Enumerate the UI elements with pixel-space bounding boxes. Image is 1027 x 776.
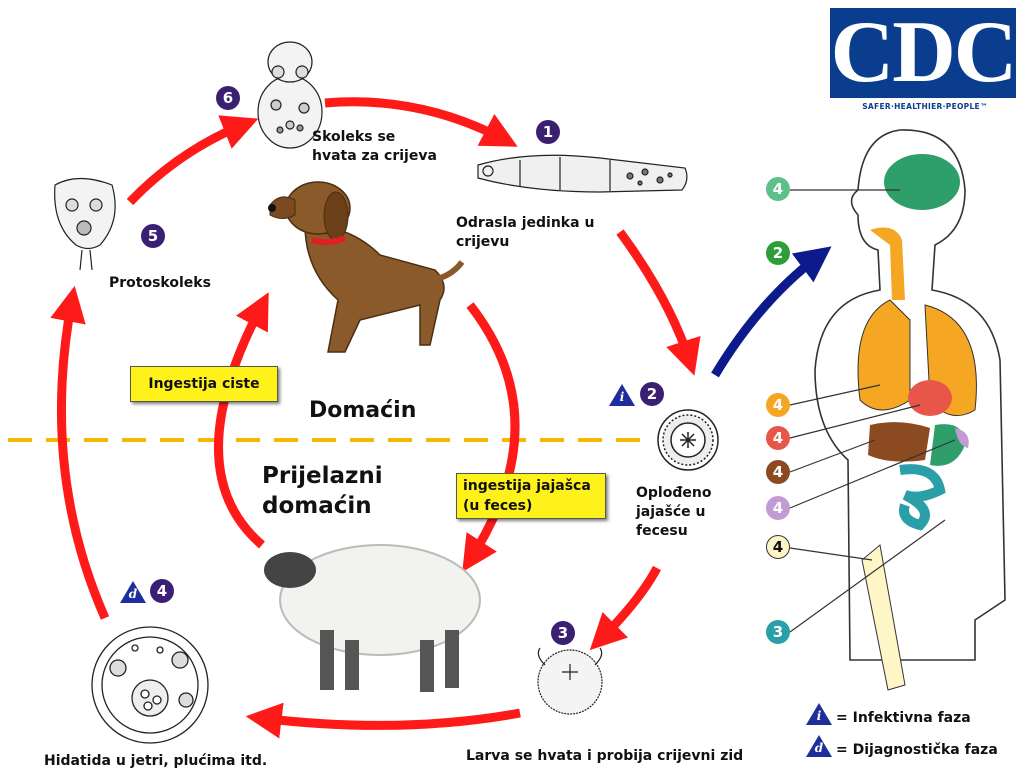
- arrow-cyst-ingestion: [219, 305, 263, 545]
- adult-worm-drawing: [478, 155, 687, 192]
- cyst-ingestion-box: Ingestija ciste: [130, 366, 278, 402]
- human-bone-marker: 4: [766, 535, 790, 559]
- stage-3-label: Larva se hvata i probija crijevni zid: [466, 747, 743, 766]
- legend-infective-label: = Infektivna faza: [836, 710, 971, 726]
- stage-2-marker: 2: [640, 382, 664, 406]
- human-spleen-marker: 4: [766, 496, 790, 520]
- liver-shape: [868, 422, 930, 462]
- egg-ingestion-box: ingestija jajašca(u feces): [456, 473, 606, 519]
- definitive-host-label: Domaćin: [309, 396, 416, 426]
- stage-5-label: Protoskoleks: [109, 274, 211, 293]
- diagnostic-stage-icon: d: [120, 581, 146, 603]
- stage-6-marker: 6: [216, 86, 240, 110]
- human-lungs-marker: 4: [766, 393, 790, 417]
- stage-5-marker: 5: [141, 224, 165, 248]
- human-intestine-marker: 3: [766, 620, 790, 644]
- human-liver-marker: 4: [766, 460, 790, 484]
- human-figure-drawing: [790, 130, 1005, 690]
- cdc-logo-mark: CDC: [830, 8, 1016, 98]
- arrow-4-to-5: [61, 300, 105, 618]
- legend-diagnostic-label: = Dijagnostička faza: [836, 742, 998, 758]
- arrow-2-to-3: [600, 568, 657, 640]
- stage-4-label: Hidatida u jetri, plućima itd.: [44, 752, 267, 771]
- arrow-3-to-4: [260, 713, 520, 725]
- human-brain-marker: 4: [766, 177, 790, 201]
- human-entry-marker: 2: [766, 241, 790, 265]
- legend-diagnostic-icon: d: [806, 735, 832, 757]
- cdc-logo: CDC SAFER·HEALTHIER·PEOPLE™: [830, 8, 1020, 116]
- egg-drawing: [658, 410, 718, 470]
- human-heart-marker: 4: [766, 426, 790, 450]
- heart-shape: [908, 380, 952, 416]
- legend-infective-icon: i: [806, 703, 832, 725]
- arrow-1-to-2: [620, 232, 690, 362]
- stage-3-marker: 3: [551, 621, 575, 645]
- oncosphere-drawing: [538, 648, 602, 714]
- arrow-5-to-6: [130, 124, 245, 202]
- infective-stage-icon: i: [609, 384, 635, 406]
- arrow-to-human: [715, 255, 820, 375]
- arrow-egg-ingestion: [470, 305, 515, 560]
- hydatid-cyst-drawing: [92, 627, 208, 743]
- dog-drawing: [268, 182, 462, 352]
- brain-shape: [884, 154, 960, 210]
- stage-4-marker: 4: [150, 579, 174, 603]
- cdc-logo-tagline: SAFER·HEALTHIER·PEOPLE™: [830, 102, 1020, 111]
- sheep-drawing: [264, 545, 480, 692]
- stage-1-marker: 1: [536, 120, 560, 144]
- protoscolex-drawing: [55, 179, 115, 271]
